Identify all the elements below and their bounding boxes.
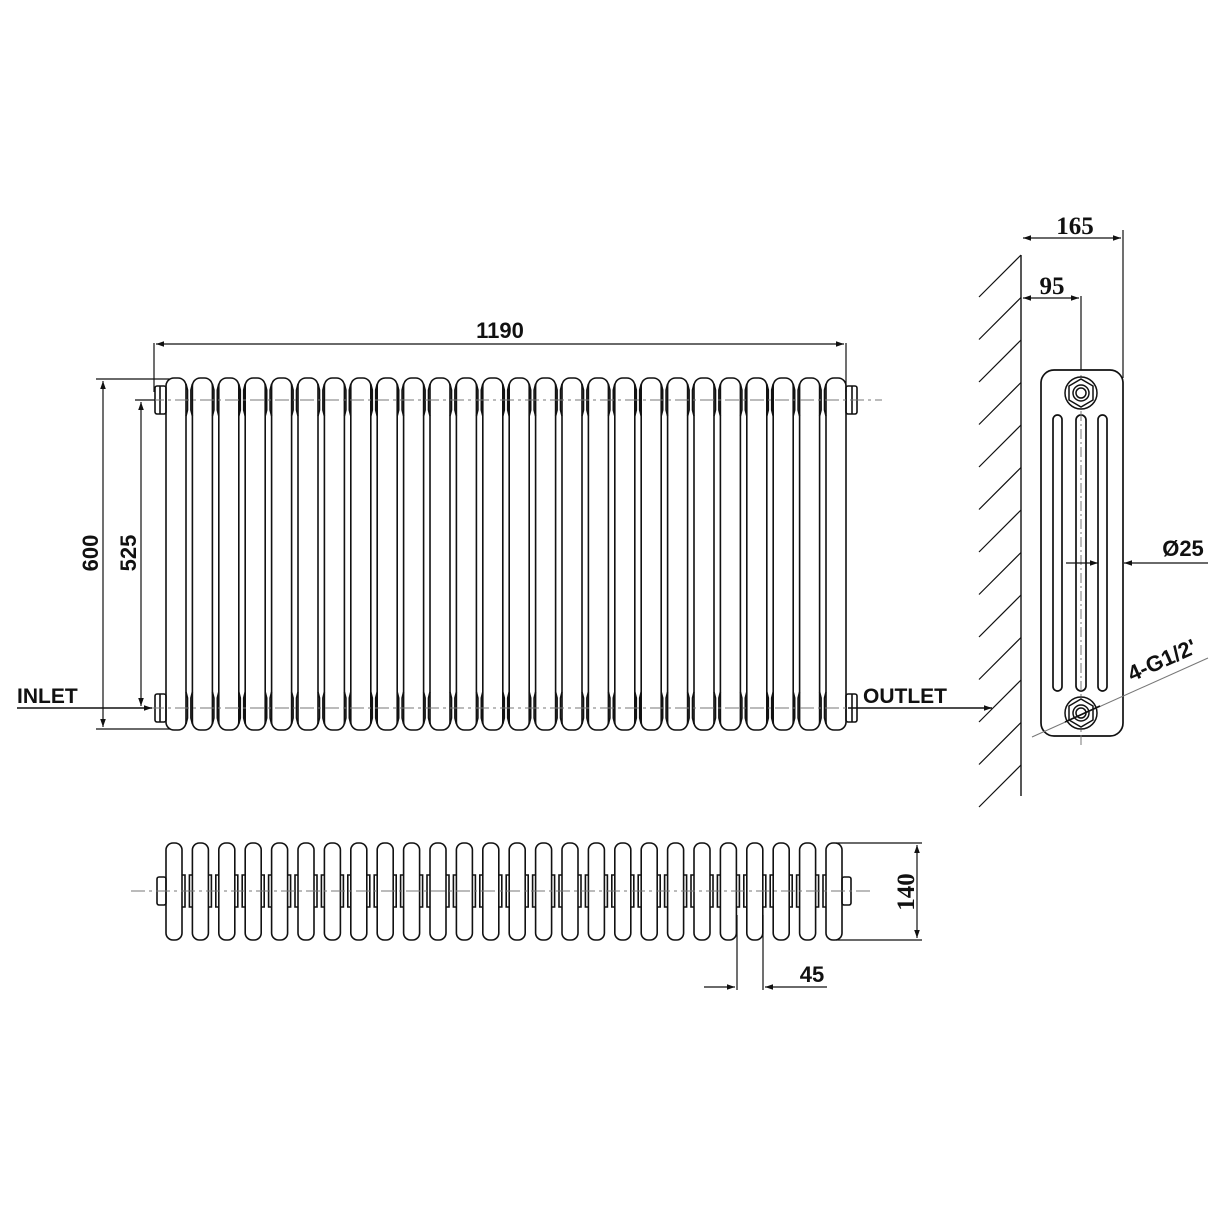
- radiator-column: [402, 377, 431, 731]
- depth-dimension: [1023, 230, 1124, 378]
- radiator-column: [191, 377, 220, 731]
- radiator-column: [455, 377, 484, 731]
- front-view: [154, 377, 858, 731]
- hatch-line: [978, 764, 1022, 808]
- radiator-column: [376, 377, 405, 731]
- radiator-column: [323, 377, 352, 731]
- height-dimension: [96, 378, 170, 730]
- front-centerlines: [150, 399, 882, 709]
- hatch-line: [978, 722, 1022, 765]
- connection-leader: [1031, 657, 1209, 738]
- wall-offset-dimension: [1023, 295, 1082, 370]
- radiator-column: [349, 377, 378, 731]
- hatch-line: [978, 424, 1022, 468]
- bottom-connection-nut: [1064, 696, 1098, 730]
- hatch-line: [978, 552, 1022, 595]
- centers-dimension: [135, 399, 155, 706]
- radiator-column: [587, 377, 616, 731]
- radiator-column: [218, 377, 246, 731]
- radiator-column: [270, 377, 299, 731]
- width-dimension-label: 1190: [476, 318, 524, 343]
- radiator-column: [508, 377, 537, 731]
- radiator-column: [613, 377, 642, 731]
- hatch-line: [978, 339, 1022, 383]
- hatch-line: [978, 382, 1022, 425]
- connection-size-arrows: [1064, 705, 1101, 723]
- depth-dimension-label: 165: [1056, 213, 1094, 240]
- radiator-column: [798, 377, 827, 731]
- hatch-line: [978, 594, 1022, 638]
- top-connection-nut: [1064, 376, 1098, 410]
- hatch-line: [978, 679, 1022, 723]
- radiator-column: [693, 377, 722, 731]
- hatch-line: [978, 637, 1022, 680]
- wall-offset-dimension-label: 95: [1040, 273, 1065, 300]
- radiator-column: [825, 377, 847, 731]
- hatch-line: [978, 467, 1022, 510]
- radiator-column: [719, 377, 748, 731]
- radiator-column: [429, 377, 458, 731]
- radiator-column: [165, 377, 194, 731]
- outlet-label: OUTLET: [863, 685, 947, 708]
- hatch-line: [978, 297, 1022, 340]
- radiator-column: [640, 377, 669, 731]
- top-depth-dimension: [836, 842, 922, 941]
- radiator-column: [244, 377, 273, 731]
- tube-diameter-label: Ø25: [1162, 536, 1204, 561]
- radiator-column: [745, 377, 774, 731]
- hatch-line: [978, 254, 1022, 298]
- inlet-label: INLET: [17, 685, 78, 708]
- wall-hatching: [978, 254, 1022, 808]
- radiator-column: [772, 377, 801, 731]
- radiator-column: [666, 377, 695, 731]
- top-depth-label: 140: [893, 873, 920, 911]
- pitch-dimension: [704, 915, 827, 990]
- radiator-column: [534, 377, 563, 731]
- side-view-section: [1040, 369, 1124, 737]
- radiator-column: [297, 377, 326, 731]
- radiator-column: [481, 377, 510, 731]
- hatch-line: [978, 509, 1022, 553]
- width-dimension: [153, 341, 847, 392]
- height-dimension-label: 600: [78, 535, 103, 572]
- pitch-label: 45: [800, 962, 824, 987]
- centers-dimension-label: 525: [116, 535, 141, 572]
- radiator-column: [561, 377, 590, 731]
